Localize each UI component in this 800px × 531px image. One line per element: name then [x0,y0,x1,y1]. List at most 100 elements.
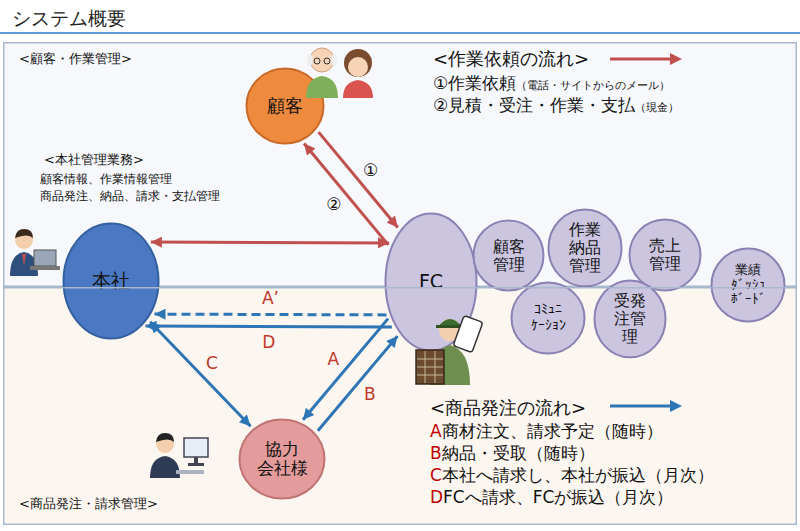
office-worker-icon [34,250,56,266]
process-ellipse: 顧客 管理 [472,219,545,292]
node-text-box: 顧客 [245,67,325,145]
process-ellipse: 協力 会社様 [238,418,326,500]
band-label-holder: <商品発注・請求管理> [19,495,158,513]
elderly-couple-icon [306,48,373,98]
annotation-row: 顧客情報、作業情報管理 [40,171,172,188]
process-ellipse: ｺﾐｭﾆ ｹｰｼｮﾝ [510,281,586,355]
legend-arrow-blue [610,400,682,412]
edge-label-holder: A’ [262,288,279,308]
elderly-couple-icon [344,49,372,77]
node-label: FC [419,271,443,292]
band-fill [3,42,797,525]
process-ellipse: 本社 [62,222,160,340]
process-ellipse: 受発 注管 理 [593,279,667,359]
node-text-box: 本社 [62,222,160,340]
band-label: <顧客・作業管理> [19,51,132,66]
edge-label-holder: ① [363,160,378,180]
legend-arrow-red [670,53,682,65]
annotation-text: <商品発注の流れ> [430,396,586,420]
edge-label-holder: B [364,384,376,404]
edge-label: ② [326,194,341,214]
annotation-text: ①作業依頼 [433,72,516,95]
flow-arrow [151,241,389,245]
annotation-row: 商品発注、納品、請求・支払管理 [40,188,220,205]
node-text-box: ｺﾐｭﾆ ｹｰｼｮﾝ [510,281,586,355]
annotation-text: D [430,487,443,507]
edge-label-holder: C [206,353,218,373]
node-text-box: 顧客 管理 [472,219,545,292]
edge-label: ① [363,160,378,180]
annotation-text: （現金） [635,100,679,115]
legend-arrow-red [610,58,672,61]
partner-staff-icon [176,470,204,474]
edge-label: B [364,384,376,404]
node-text-box: 受発 注管 理 [593,279,667,359]
partner-staff-icon [184,438,208,457]
field-worker-icon [416,316,483,385]
title-underline [0,32,800,34]
elderly-couple-icon [307,54,313,66]
flow-arrow [303,319,388,420]
annotation-text: （電話・サイトからのメール） [516,78,670,93]
flow-arrow [150,322,251,427]
process-ellipse: 顧客 [245,67,325,145]
node-text-box: 協力 会社様 [238,418,326,500]
partner-staff-icon [194,457,198,463]
annotation-text: 納品・受取（随時） [442,442,595,465]
ellipse-outline [595,281,666,358]
diagram-title: システム概要 [12,6,126,32]
flow-arrow [146,325,392,329]
legend-arrow-red [610,53,682,65]
office-worker-icon [10,229,60,276]
annotation-row: ①作業依頼（電話・サイトからのメール） [433,72,670,95]
region-band: <商品発注・請求管理> 協力 会社様 [3,287,797,525]
elderly-couple-icon [314,58,320,64]
annotation-text: 顧客情報、作業情報管理 [40,171,172,188]
field-worker-icon [417,351,443,383]
node-text-box: 業績 ﾀﾞｯｼｭ ﾎﾞｰﾄﾞ [710,247,786,323]
ellipse-outline [630,220,701,291]
annotation-row: A商材注文、請求予定（随時） [430,420,663,443]
legend-arrow-blue [670,400,682,412]
band-label: <商品発注・請求管理> [19,496,158,511]
elderly-couple-icon [310,48,334,72]
elderly-couple-icon [324,58,330,64]
office-worker-icon [22,254,26,266]
field-worker-icon [417,375,443,376]
node-label: 協力 会社様 [257,440,308,478]
node-text-box: 作業 納品 管理 [547,208,623,288]
flow-arrow [304,144,388,245]
annotation-row: ②見積・受注・作業・支払（現金） [433,94,679,117]
ellipse-outline [474,221,544,291]
legend-arrow-blue [610,405,672,408]
field-worker-icon [416,350,444,384]
edge-label: A’ [262,288,279,308]
annotation-text: 本社へ請求し、本社が振込（月次） [442,464,714,487]
annotation-row: <商品発注の流れ> [430,396,586,420]
edge-label-holder: ② [326,194,341,214]
node-label: ｺﾐｭﾆ ｹｰｼｮﾝ [531,302,566,333]
band-label-holder: <顧客・作業管理> [19,50,132,68]
edge-label-holder: A [328,349,340,369]
field-worker-icon [453,316,483,353]
flow-arrow [318,336,398,431]
edge-label: D [262,332,275,352]
annotation-row: B納品・受取（随時） [430,442,595,465]
annotation-text: <作業依頼の流れ> [433,47,589,71]
ellipse-outline [240,420,325,499]
partner-staff-icon [150,433,208,478]
ellipse-outline [64,224,159,339]
elderly-couple-icon [331,54,337,66]
partner-staff-icon [150,456,180,478]
ellipse-outline [512,283,585,354]
flow-arrow [155,313,387,317]
elderly-couple-icon [306,76,338,98]
partner-staff-icon [156,433,174,442]
field-worker-icon [417,359,443,360]
edge-label: C [206,353,218,373]
title-underline [0,33,800,34]
annotation-text: <本社管理業務> [44,151,144,169]
